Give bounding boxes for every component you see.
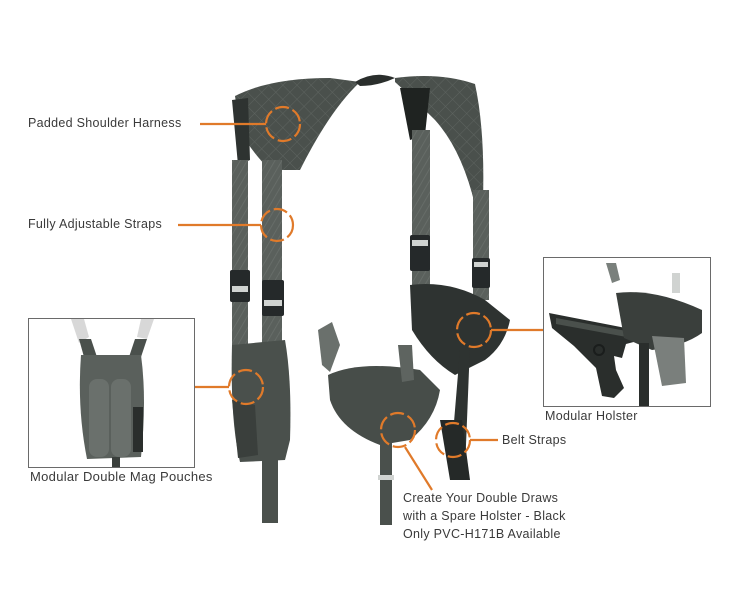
buckle-left-outer xyxy=(230,270,250,302)
pistol-icon xyxy=(549,313,641,398)
mag-pouch-image xyxy=(71,319,154,467)
mag-pouch-inset xyxy=(28,318,195,468)
holster-pistol-image xyxy=(549,263,702,406)
callout-circle-shoulder-harness xyxy=(264,105,302,143)
holster-inset xyxy=(543,257,711,407)
holster-icon xyxy=(606,263,702,406)
buckle-right-inner xyxy=(410,235,430,271)
buckle-left-inner xyxy=(262,280,284,316)
callout-circle-holster xyxy=(455,311,493,349)
callout-circle-straps xyxy=(259,207,295,243)
left-shoulder-pad xyxy=(232,78,360,170)
callout-label-adjustable-straps: Fully Adjustable Straps xyxy=(28,217,163,231)
callout-label-spare-holster: Create Your Double Draws with a Spare Ho… xyxy=(403,491,566,541)
callout-circle-mag-pouch xyxy=(227,368,265,406)
callout-label-shoulder-harness: Padded Shoulder Harness xyxy=(28,116,182,130)
callout-circle-spare-holster xyxy=(379,411,417,449)
buckle-right-outer xyxy=(472,258,490,288)
mag-pouch-caption: Modular Double Mag Pouches xyxy=(30,469,213,484)
callout-circle-belt-straps xyxy=(434,421,472,459)
right-shoulder-pad xyxy=(395,76,484,205)
holster-caption: Modular Holster xyxy=(545,409,638,423)
callout-label-belt-straps: Belt Straps xyxy=(502,433,567,447)
